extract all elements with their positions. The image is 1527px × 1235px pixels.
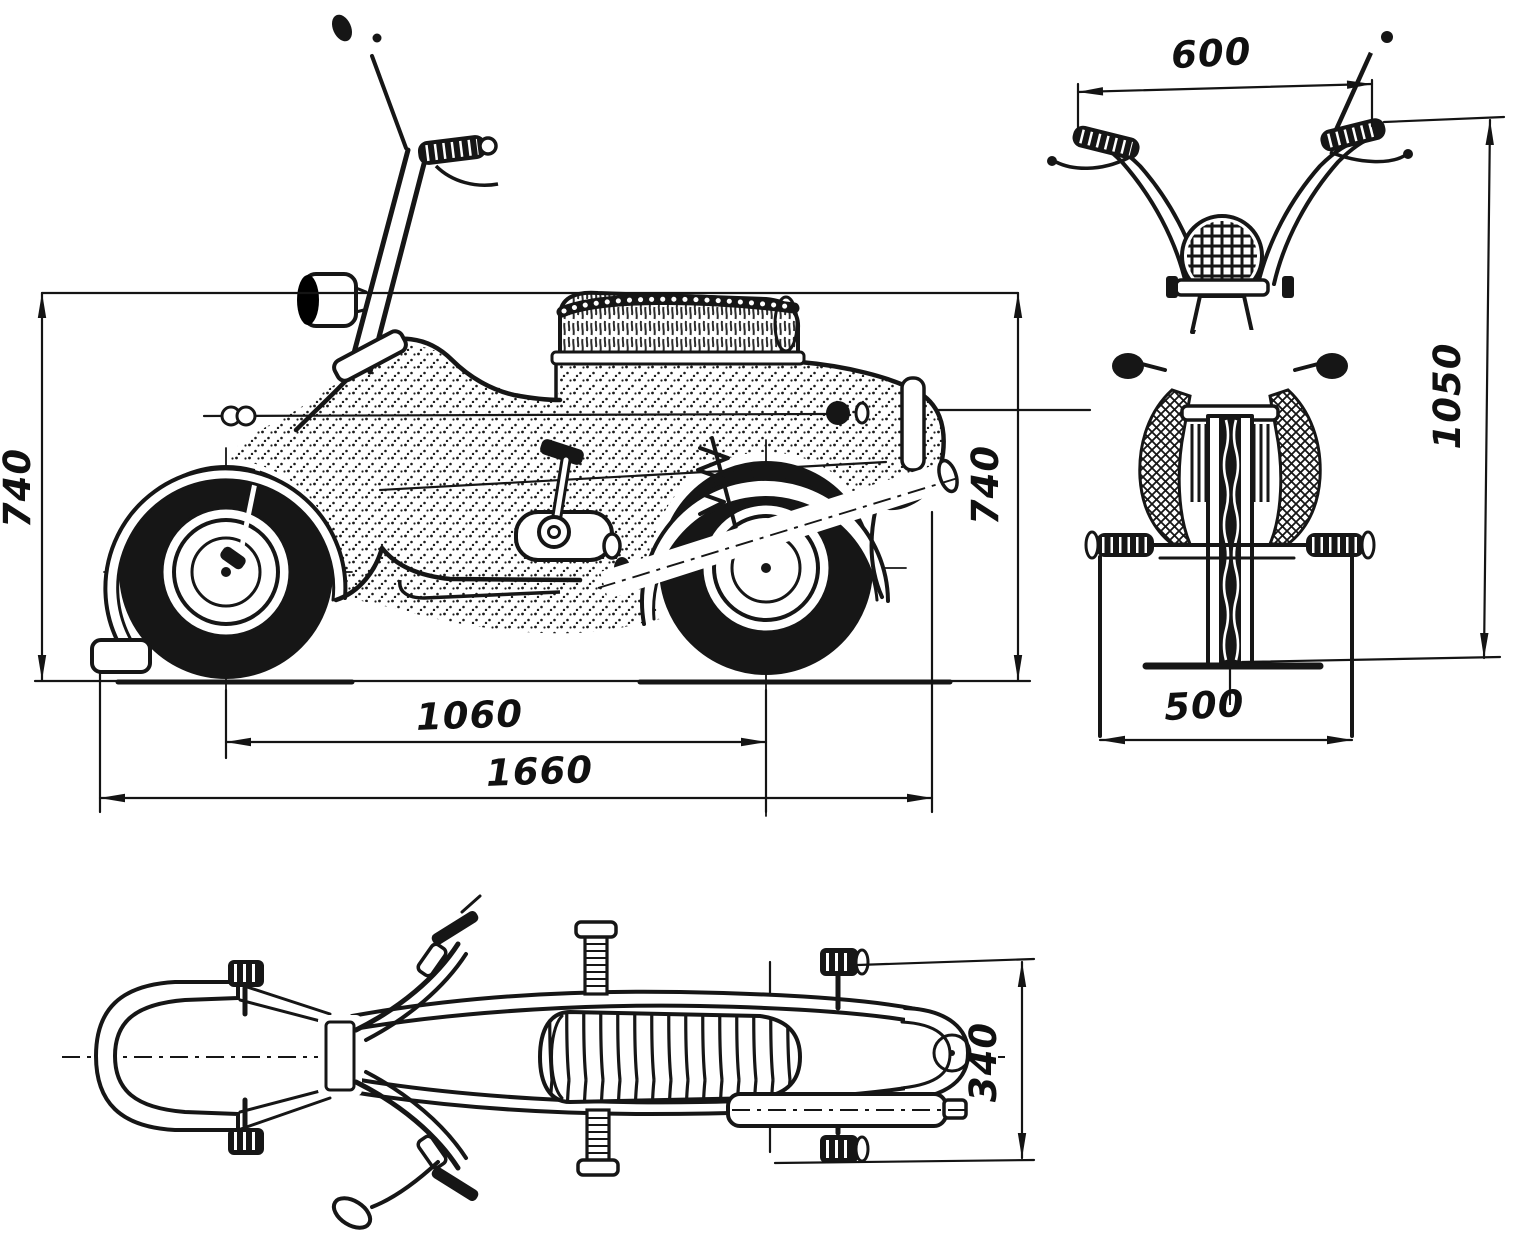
right-brake-lever <box>1329 150 1405 164</box>
dim-height-left: 740 <box>0 291 47 682</box>
footrest-bar <box>1084 530 1376 560</box>
right-leg-shield <box>1267 388 1322 546</box>
dim-overall-width: 340 <box>773 957 1036 1165</box>
seat <box>550 290 806 366</box>
dim-handlebar-width: 600 <box>1076 30 1374 132</box>
top-view <box>62 894 1005 1230</box>
seat-base <box>550 350 806 366</box>
top-lever-upper <box>416 894 482 978</box>
underbody <box>514 439 630 579</box>
foot-pegs <box>574 920 620 1177</box>
dim-stand-width: 500 <box>1098 682 1354 745</box>
kick-lever <box>540 439 584 528</box>
dim-label-overall-length: 1660 <box>485 748 593 795</box>
dim-label-stand-width: 500 <box>1163 682 1245 729</box>
headlight-front <box>1166 214 1294 334</box>
top-lever-lower <box>416 1134 479 1201</box>
rear-knob <box>826 401 850 425</box>
center-stand <box>1098 555 1354 738</box>
front-view <box>1047 13 1413 738</box>
top-steering-head <box>318 894 482 1230</box>
front-hub <box>221 567 231 577</box>
dim-label-wheelbase: 1060 <box>415 692 523 739</box>
mirror-front <box>1333 13 1401 131</box>
headlight-side <box>297 272 368 328</box>
dim-label-handlebar-width: 600 <box>1170 30 1252 77</box>
dim-label-overall-width: 340 <box>962 1022 1005 1102</box>
rear-axle-bolts <box>820 948 870 1163</box>
dim-label-height-right: 740 <box>964 445 1007 525</box>
dim-label-overall-height: 1050 <box>1426 343 1469 450</box>
dim-overall-length: 1660 <box>98 510 934 814</box>
side-view <box>33 14 1092 817</box>
side-view-dimensions: 740 740 1060 1660 <box>0 291 1023 814</box>
front-wheel <box>103 447 353 759</box>
left-grip <box>1072 125 1140 160</box>
top-view-dimensions: 340 <box>773 957 1036 1165</box>
right-grip <box>1320 118 1386 152</box>
front-wheel-column <box>1180 404 1280 668</box>
dim-overall-height: 1050 <box>1240 115 1506 664</box>
front-fender <box>103 466 348 644</box>
left-signal-knob <box>1112 353 1167 379</box>
mirror-side <box>331 14 408 150</box>
dim-height-right: 740 <box>964 291 1023 682</box>
top-rear-wheel <box>900 1006 972 1102</box>
dim-wheelbase: 1060 <box>224 688 768 814</box>
top-seat <box>538 1010 802 1104</box>
front-latch <box>235 405 257 427</box>
right-signal-knob <box>1293 353 1348 379</box>
top-exhaust <box>726 1092 972 1128</box>
rear-hub <box>761 563 771 573</box>
ground-line <box>33 679 1032 685</box>
kick-pivot <box>537 515 571 549</box>
steering-column <box>332 147 429 383</box>
top-front-fender <box>94 980 332 1132</box>
left-brake-lever <box>1055 156 1129 170</box>
top-mirror <box>331 1160 440 1230</box>
front-view-dimensions: 600 1050 500 <box>1076 30 1506 745</box>
front-mudflap <box>90 638 152 674</box>
front-axle-bolts <box>228 960 264 1155</box>
brake-lever-side <box>434 164 499 187</box>
tail-trim <box>900 376 926 472</box>
dim-label-height-left: 740 <box>0 448 39 528</box>
exhaust-pipe <box>597 458 959 599</box>
rear-knob-washer <box>854 401 870 425</box>
left-leg-shield <box>1138 388 1193 546</box>
handlebar-grip-side <box>417 135 499 187</box>
